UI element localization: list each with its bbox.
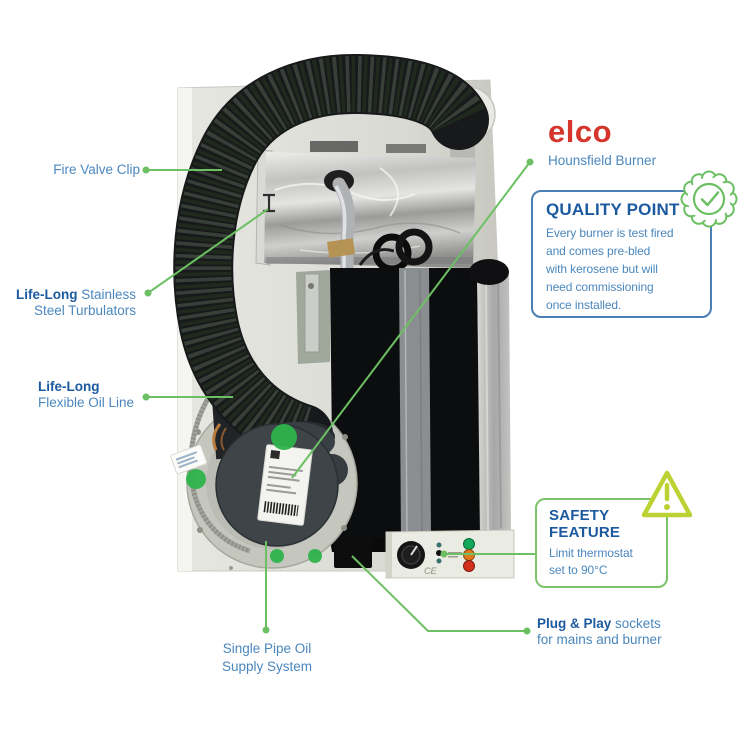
- label-flexible-oil-line-rest: Flexible Oil Line: [38, 395, 135, 411]
- safety-feature-body: Limit thermostat set to 90°C: [549, 546, 633, 577]
- label-single-pipe: Single Pipe Oil Supply System: [221, 641, 313, 675]
- quality-point-box: QUALITY POINT Every burner is test fired…: [531, 190, 712, 318]
- barcode: [263, 501, 299, 517]
- foil-tape-strip: [399, 268, 431, 540]
- burner-spec-label: [257, 444, 313, 526]
- red-button: [463, 560, 475, 572]
- ce-mark: CE: [424, 566, 437, 576]
- label-plug-and-play-rest: sockets for mains and burner: [537, 616, 662, 648]
- green-button: [463, 538, 475, 550]
- label-hounsfield-burner: Hounsfield Burner: [548, 153, 657, 168]
- quality-seal-icon: [680, 170, 738, 228]
- chrome-pipe: [332, 177, 355, 359]
- burner-brand-block: elco Hounsfield Burner: [548, 116, 718, 168]
- green-marker-dots: [186, 424, 322, 563]
- label-plug-and-play-bold: Plug & Play: [537, 616, 612, 631]
- quality-point-body: Every burner is test fired and comes pre…: [546, 226, 674, 313]
- warning-triangle-icon: [641, 468, 693, 522]
- label-plug-and-play: Plug & Play sockets for mains and burner: [537, 616, 707, 648]
- safety-feature-title: SAFETY FEATURE: [549, 507, 621, 542]
- brass-fitting: [327, 238, 355, 258]
- label-turbulators-bold: Life-Long: [15, 287, 78, 302]
- foil-insulation-jacket: [255, 149, 476, 359]
- label-turbulators: Life-Long Stainless Steel Turbulators: [0, 287, 136, 319]
- white-sticker: [170, 444, 208, 475]
- flexible-flue-hose: [173, 53, 489, 464]
- quality-point-title: QUALITY POINT: [546, 200, 680, 219]
- burner-blower: [215, 421, 348, 547]
- plug-socket: [334, 538, 372, 568]
- label-flexible-oil-line-bold: Life-Long: [38, 379, 100, 394]
- label-fire-valve-clip: Fire Valve Clip: [53, 162, 140, 177]
- callout-lines: [142, 158, 536, 635]
- label-turbulators-rest: Stainless Steel Turbulators: [33, 287, 136, 319]
- elco-logo: elco: [548, 114, 613, 149]
